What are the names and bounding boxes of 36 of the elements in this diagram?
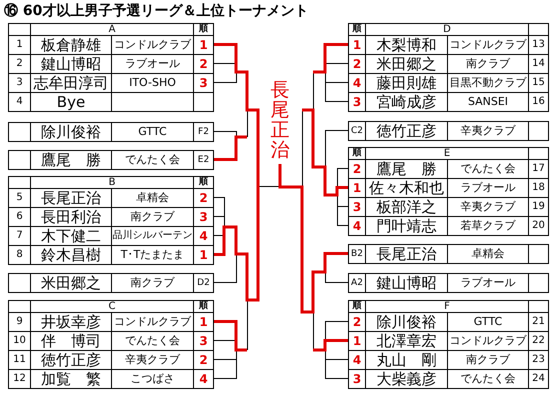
rank-number: 1: [193, 245, 214, 265]
player-name: 門叶靖志: [365, 216, 448, 236]
club-name: 南クラブ: [111, 273, 194, 293]
player-name: 宮崎成彦: [365, 92, 448, 112]
club-name: ラブオール: [447, 273, 529, 293]
club-name: 卓精会: [447, 244, 529, 264]
seed-code: B2: [348, 244, 366, 264]
seed-code: D2: [193, 273, 214, 293]
seed-code: A2: [348, 273, 366, 293]
player-name: 鍵山博昭: [365, 273, 448, 293]
player-name: 除川俊裕: [30, 122, 112, 142]
rank-number: 4: [193, 369, 214, 389]
seed-code: F2: [193, 122, 214, 142]
entry-number: 4: [8, 92, 31, 112]
rank-number: 3: [348, 92, 366, 112]
club-name: GTTC: [111, 122, 194, 142]
player-name: 米田郷之: [30, 273, 112, 293]
player-name: 鷹尾 勝: [30, 150, 112, 170]
entry-number: 12: [8, 369, 31, 389]
entry-number: 8: [8, 245, 31, 265]
rank-number: 3: [348, 369, 366, 389]
player-name: 鈴木昌樹: [30, 245, 112, 265]
player-name: 大柴義彦: [365, 369, 448, 389]
seed-code: E2: [193, 150, 214, 170]
player-name: 長尾正治: [365, 244, 448, 264]
rank-number: 4: [348, 216, 366, 236]
champion-name: 長尾正治: [270, 80, 290, 160]
player-name: 加覧 繁: [30, 369, 112, 389]
club-name: 辛夷クラブ: [447, 121, 529, 141]
seed-code: C2: [348, 121, 366, 141]
page-title: ⑯ 60才以上男子予選リーグ＆上位トーナメント: [4, 2, 308, 20]
player-name: 徳竹正彦: [365, 121, 448, 141]
entry-number: 20: [528, 216, 549, 236]
entry-number: 24: [528, 369, 549, 389]
entry-number: 16: [528, 92, 549, 112]
club-name: でんたく会: [111, 150, 194, 170]
